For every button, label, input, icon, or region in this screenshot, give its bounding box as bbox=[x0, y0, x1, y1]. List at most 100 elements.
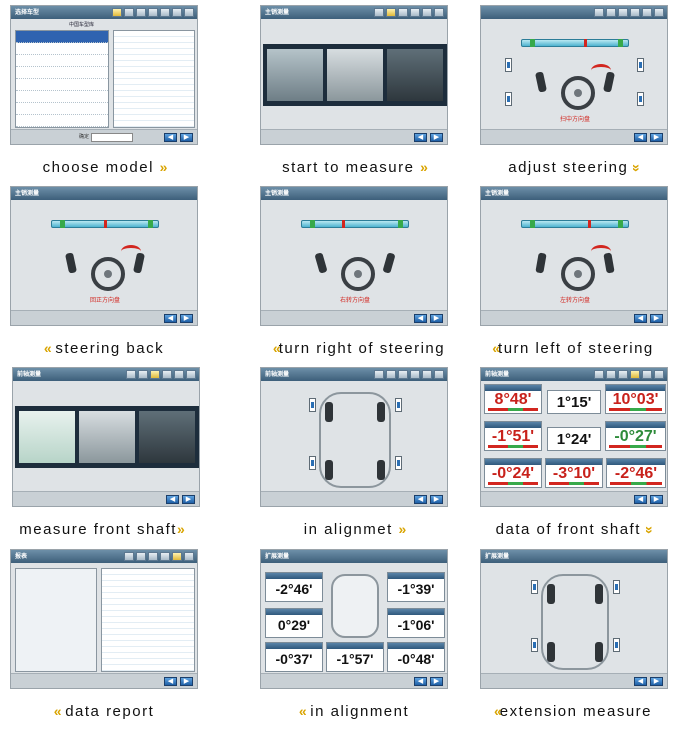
next-button[interactable]: ▶ bbox=[180, 677, 193, 686]
next-button[interactable]: ▶ bbox=[182, 495, 195, 504]
toolbar-button[interactable] bbox=[386, 370, 396, 379]
toolbar-button[interactable] bbox=[148, 8, 158, 17]
prev-button[interactable]: ◀ bbox=[634, 495, 647, 504]
toolbar-button[interactable] bbox=[138, 370, 148, 379]
toolbar-button[interactable] bbox=[434, 370, 444, 379]
list-item[interactable] bbox=[16, 31, 108, 43]
list-item[interactable] bbox=[16, 55, 108, 67]
toolbar bbox=[374, 8, 444, 17]
toolbar-button[interactable] bbox=[594, 8, 604, 17]
step-caption: « data report bbox=[10, 703, 198, 720]
prev-button[interactable]: ◀ bbox=[634, 677, 647, 686]
toolbar-button[interactable] bbox=[618, 370, 628, 379]
toolbar-button[interactable] bbox=[374, 370, 384, 379]
toolbar-button[interactable] bbox=[160, 8, 170, 17]
toolbar-button[interactable] bbox=[618, 8, 628, 17]
toolbar-button[interactable] bbox=[136, 552, 146, 561]
toolbar-button[interactable] bbox=[162, 370, 172, 379]
title-bar: 选择车型 bbox=[11, 6, 197, 19]
prev-button[interactable]: ◀ bbox=[414, 314, 427, 323]
toolbar-button[interactable] bbox=[148, 552, 158, 561]
list-item[interactable] bbox=[16, 67, 108, 79]
toolbar-button[interactable] bbox=[398, 8, 408, 17]
prev-button[interactable]: ◀ bbox=[414, 677, 427, 686]
next-button[interactable]: ▶ bbox=[650, 133, 663, 142]
tab-label[interactable]: 中国车型库 bbox=[69, 22, 95, 28]
list-item[interactable] bbox=[16, 115, 108, 127]
toolbar-button[interactable] bbox=[630, 8, 640, 17]
value-text: -2°46' bbox=[614, 465, 658, 482]
toolbar-button[interactable] bbox=[642, 8, 652, 17]
toolbar-button[interactable] bbox=[654, 370, 664, 379]
next-button[interactable]: ▶ bbox=[650, 495, 663, 504]
toolbar-button[interactable] bbox=[172, 8, 182, 17]
step-caption: start to measure » bbox=[260, 159, 448, 176]
toolbar-button[interactable] bbox=[410, 8, 420, 17]
toolbar-button[interactable] bbox=[654, 8, 664, 17]
left-wheel-icon bbox=[535, 252, 547, 274]
prev-button[interactable]: ◀ bbox=[164, 133, 177, 142]
list-item[interactable] bbox=[16, 91, 108, 103]
toolbar-button[interactable] bbox=[184, 8, 194, 17]
customer-info-form[interactable] bbox=[15, 568, 97, 672]
prev-button[interactable]: ◀ bbox=[164, 314, 177, 323]
toolbar-button[interactable] bbox=[422, 8, 432, 17]
toolbar-button[interactable] bbox=[172, 552, 182, 561]
screen-turn-right: 主销测量 右转方向盘 ◀▶ bbox=[260, 186, 448, 326]
toolbar bbox=[126, 370, 196, 379]
toolbar-button[interactable] bbox=[126, 370, 136, 379]
prev-button[interactable]: ◀ bbox=[414, 133, 427, 142]
prev-button[interactable]: ◀ bbox=[164, 677, 177, 686]
caption-text: in alignmet bbox=[303, 521, 393, 538]
screen-data-report: 报表 ◀▶ bbox=[10, 549, 198, 689]
prev-button[interactable]: ◀ bbox=[634, 133, 647, 142]
toolbar-button[interactable] bbox=[124, 552, 134, 561]
next-button[interactable]: ▶ bbox=[650, 314, 663, 323]
prev-button[interactable]: ◀ bbox=[634, 314, 647, 323]
model-list[interactable] bbox=[15, 30, 109, 128]
title-bar: 前轴测量 bbox=[13, 368, 199, 381]
list-item[interactable] bbox=[16, 43, 108, 55]
front-right-wheel-icon bbox=[595, 584, 603, 604]
toolbar-button[interactable] bbox=[136, 8, 146, 17]
toolbar-button[interactable] bbox=[398, 370, 408, 379]
toolbar-button[interactable] bbox=[186, 370, 196, 379]
value-text: 10°03' bbox=[612, 391, 659, 408]
list-item[interactable] bbox=[16, 79, 108, 91]
toolbar-button[interactable] bbox=[174, 370, 184, 379]
next-button[interactable]: ▶ bbox=[430, 495, 443, 504]
list-item[interactable] bbox=[16, 103, 108, 115]
footer-label: 确定 bbox=[79, 134, 90, 140]
next-button[interactable]: ▶ bbox=[180, 133, 193, 142]
toolbar-button[interactable] bbox=[606, 8, 616, 17]
toolbar-button[interactable] bbox=[184, 552, 194, 561]
toolbar-button[interactable] bbox=[112, 8, 122, 17]
prev-button[interactable]: ◀ bbox=[166, 495, 179, 504]
step-caption: « steering back bbox=[10, 340, 198, 357]
left-arrow-icon: « bbox=[298, 703, 307, 719]
toolbar-button[interactable] bbox=[642, 370, 652, 379]
toolbar-button[interactable] bbox=[434, 8, 444, 17]
toolbar-button[interactable] bbox=[422, 370, 432, 379]
next-button[interactable]: ▶ bbox=[430, 677, 443, 686]
toolbar-button[interactable] bbox=[606, 370, 616, 379]
toolbar-button[interactable] bbox=[150, 370, 160, 379]
prev-button[interactable]: ◀ bbox=[414, 495, 427, 504]
next-button[interactable]: ▶ bbox=[650, 677, 663, 686]
screen-steering-back: 主销测量 回正方向盘 ◀▶ bbox=[10, 186, 198, 326]
toolbar-button[interactable] bbox=[410, 370, 420, 379]
toolbar-button[interactable] bbox=[374, 8, 384, 17]
toolbar-button[interactable] bbox=[124, 8, 134, 17]
toolbar-button[interactable] bbox=[386, 8, 396, 17]
wheel-clamp-photo bbox=[387, 49, 443, 101]
toolbar-button[interactable] bbox=[630, 370, 640, 379]
next-button[interactable]: ▶ bbox=[430, 314, 443, 323]
caption-text: choose model bbox=[42, 159, 154, 176]
toolbar-button[interactable] bbox=[594, 370, 604, 379]
value-text: -1°06' bbox=[397, 617, 435, 633]
toolbar-button[interactable] bbox=[160, 552, 170, 561]
next-button[interactable]: ▶ bbox=[180, 314, 193, 323]
caption-text: extension measure bbox=[499, 703, 653, 720]
search-input[interactable] bbox=[91, 133, 133, 142]
next-button[interactable]: ▶ bbox=[430, 133, 443, 142]
